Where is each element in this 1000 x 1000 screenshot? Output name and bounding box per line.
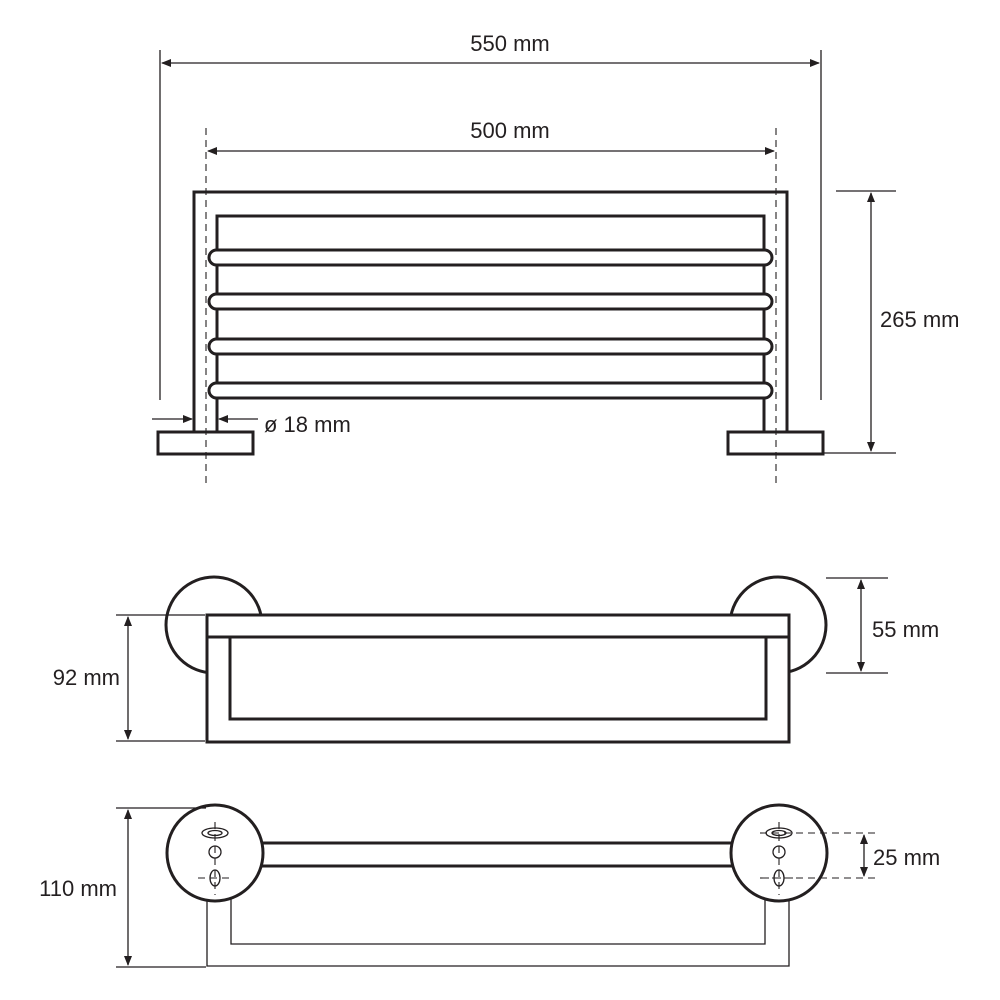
shelf-rod xyxy=(207,248,774,267)
left-mounting-holes xyxy=(198,822,232,895)
side-view: 92 mm 55 mm xyxy=(53,575,939,744)
shelf-rod xyxy=(207,337,774,356)
side-outer-frame xyxy=(205,613,791,744)
side-inner-frame xyxy=(228,637,768,721)
top-outer-outline xyxy=(206,880,790,967)
rosette-diameter-label: 55 mm xyxy=(872,617,939,642)
top-bar xyxy=(248,841,752,868)
inner-width-label: 500 mm xyxy=(470,118,549,143)
top-inner-outline xyxy=(230,880,766,945)
height-label: 265 mm xyxy=(880,307,959,332)
front-view: 550 mm 500 mm 265 mm ø 18 mm xyxy=(152,31,959,484)
shelf-rod xyxy=(207,381,774,400)
shelf-rods xyxy=(207,248,774,400)
hole-spacing-label: 25 mm xyxy=(873,845,940,870)
overall-width-label: 550 mm xyxy=(470,31,549,56)
top-view: 25 mm 110 mm xyxy=(39,803,940,968)
front-outer-frame xyxy=(192,190,789,432)
tube-diameter-label: ø 18 mm xyxy=(264,412,351,437)
shelf-rod xyxy=(207,292,774,311)
total-depth-label: 110 mm xyxy=(39,876,117,901)
rack-depth-label: 92 mm xyxy=(53,665,120,690)
front-inner-frame xyxy=(215,214,766,432)
